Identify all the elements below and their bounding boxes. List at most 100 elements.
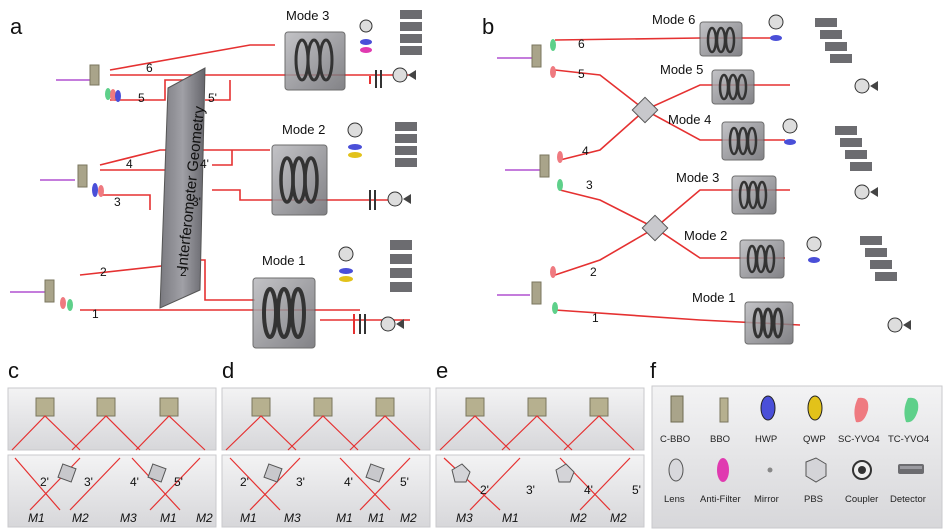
svg-text:Mode 5: Mode 5	[660, 62, 703, 77]
panel-b-modes: Mode 6 Mode 5 Mode 4 Mode 3 Mode 2	[652, 12, 794, 345]
svg-text:1: 1	[92, 307, 99, 321]
hwp-icon	[760, 395, 776, 421]
svg-text:4: 4	[582, 144, 589, 158]
svg-text:QWP: QWP	[803, 434, 826, 445]
panel-f-legend: f C-BBO BBO HWP QWP SC-YVO4 TC-YVO4 Lens	[650, 358, 943, 529]
svg-text:5': 5'	[174, 475, 183, 489]
panel-e-sources	[439, 397, 635, 451]
svg-text:M2: M2	[400, 511, 417, 525]
svg-text:SC-YVO4: SC-YVO4	[838, 434, 880, 445]
pbs-icon	[805, 457, 827, 483]
coupler-icon	[852, 460, 872, 480]
svg-text:3': 3'	[296, 475, 305, 489]
svg-text:5: 5	[138, 91, 145, 105]
svg-text:Mode 6: Mode 6	[652, 12, 695, 27]
svg-text:Mode 3: Mode 3	[676, 170, 719, 185]
lens-icon	[668, 458, 684, 482]
panel-letter-b: b	[482, 14, 494, 39]
svg-text:M3: M3	[456, 511, 473, 525]
anti-filter-icon	[717, 458, 729, 482]
svg-text:M1: M1	[28, 511, 45, 525]
sc-yvo4-icon	[854, 397, 869, 423]
svg-text:Mode 4: Mode 4	[668, 112, 711, 127]
svg-text:2': 2'	[480, 483, 489, 497]
svg-text:M2: M2	[72, 511, 89, 525]
svg-text:5': 5'	[400, 475, 409, 489]
panel-e: e 2' 3' 4' 5' M3 M1 M2 M2	[435, 358, 645, 528]
panel-c-crossings	[14, 457, 201, 511]
panel-b-port-labels: 6 5 4 3 2 1	[578, 37, 599, 325]
svg-text:M1: M1	[368, 511, 385, 525]
svg-text:4': 4'	[344, 475, 353, 489]
svg-text:M1: M1	[240, 511, 257, 525]
panel-a-source-bottom	[44, 279, 73, 311]
svg-text:1: 1	[592, 311, 599, 325]
svg-text:TC-YVO4: TC-YVO4	[888, 434, 929, 445]
svg-text:Coupler: Coupler	[845, 494, 878, 505]
svg-text:M1: M1	[160, 511, 177, 525]
c-bbo-icon	[670, 395, 684, 423]
svg-text:2': 2'	[180, 265, 189, 279]
panel-b-sources	[531, 39, 563, 314]
panel-b-pbs	[631, 96, 669, 242]
panel-letter-a: a	[10, 14, 23, 39]
svg-text:PBS: PBS	[804, 494, 823, 505]
svg-text:2': 2'	[40, 475, 49, 489]
svg-text:Mode 2: Mode 2	[684, 228, 727, 243]
svg-text:M1: M1	[336, 511, 353, 525]
svg-text:3': 3'	[84, 475, 93, 489]
svg-text:BBO: BBO	[710, 434, 730, 445]
svg-text:Detector: Detector	[890, 494, 926, 505]
svg-text:Mode 1: Mode 1	[692, 290, 735, 305]
panel-b-detectors	[768, 14, 911, 333]
svg-text:Mirror: Mirror	[754, 494, 779, 505]
panel-a-detectors	[338, 10, 422, 334]
svg-text:6: 6	[146, 61, 153, 75]
panel-a-beams	[10, 44, 415, 321]
panel-a-mode-3: Mode 3	[284, 8, 346, 91]
svg-text:Mode 3: Mode 3	[286, 8, 329, 23]
panel-a-source-top	[89, 64, 121, 102]
svg-text:M3: M3	[284, 511, 301, 525]
svg-text:3: 3	[114, 195, 121, 209]
qwp-icon	[807, 395, 823, 421]
svg-text:5: 5	[578, 67, 585, 81]
svg-text:3: 3	[586, 178, 593, 192]
svg-text:4': 4'	[130, 475, 139, 489]
panel-d-sources	[225, 397, 421, 451]
svg-text:M2: M2	[196, 511, 213, 525]
svg-text:5': 5'	[208, 91, 217, 105]
panel-letter-c: c	[8, 358, 19, 383]
detector-icon	[898, 464, 924, 474]
panel-a-source-mid	[77, 164, 104, 197]
svg-text:4': 4'	[200, 157, 209, 171]
panel-d: d 2' 3' 4' 5' M1 M3 M1 M1 M2	[221, 358, 431, 528]
svg-text:C-BBO: C-BBO	[660, 434, 690, 445]
interferometer-geometry-box: Interferometer Geometry	[159, 67, 208, 309]
tc-yvo4-icon	[904, 397, 919, 423]
svg-text:3': 3'	[526, 483, 535, 497]
panel-c-sources	[11, 397, 206, 451]
svg-text:4: 4	[126, 157, 133, 171]
svg-text:M2: M2	[610, 511, 627, 525]
svg-text:Mode 2: Mode 2	[282, 122, 325, 137]
svg-text:M1: M1	[502, 511, 519, 525]
panel-a-mode-2: Mode 2	[271, 122, 328, 216]
panel-b: b 6 5	[482, 12, 911, 345]
svg-text:5': 5'	[632, 483, 641, 497]
svg-text:HWP: HWP	[755, 434, 777, 445]
panel-a-port-labels: 6 5 5' 4 4' 3 3' 2 2' 1	[92, 61, 217, 321]
svg-text:3': 3'	[192, 195, 201, 209]
svg-text:6: 6	[578, 37, 585, 51]
panel-letter-f: f	[650, 358, 657, 383]
panel-a: a	[10, 8, 422, 349]
svg-text:Lens: Lens	[664, 494, 685, 505]
svg-text:2: 2	[100, 265, 107, 279]
panel-a-mode-1: Mode 1	[252, 253, 316, 349]
panel-letter-e: e	[436, 358, 448, 383]
panel-d-crossings	[229, 457, 411, 511]
svg-text:4': 4'	[584, 483, 593, 497]
svg-text:Anti-Filter: Anti-Filter	[700, 494, 741, 505]
svg-text:2: 2	[590, 265, 597, 279]
